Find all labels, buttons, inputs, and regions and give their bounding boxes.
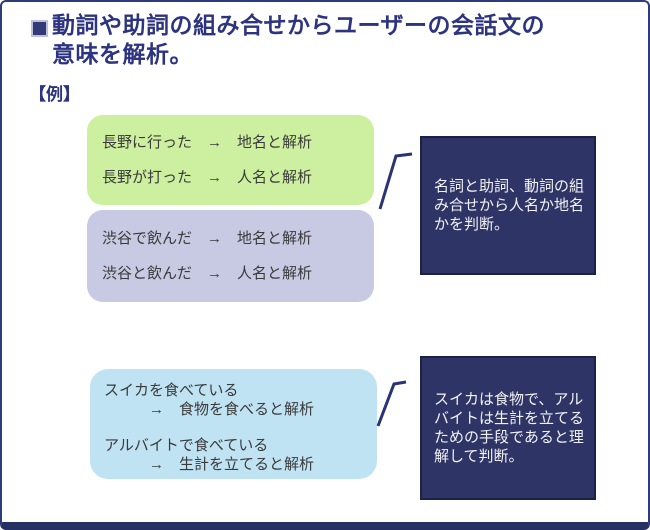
note-line: バイトは生計を立てる	[434, 410, 585, 427]
example-line: 渋谷で飲んだ → 地名と解析	[102, 230, 313, 247]
bullet-square-icon	[31, 20, 48, 37]
example-line: 長野に行った → 地名と解析	[102, 134, 313, 151]
example-label: 【例】	[29, 85, 80, 104]
note-box-name-place: 名詞と助詞、動詞の組 み合せから人名か地名 かを判断。	[420, 136, 596, 275]
example-box-shibuya: 渋谷で飲んだ → 地名と解析 渋谷と飲んだ → 人名と解析	[87, 210, 374, 302]
note-line: 解して判断。	[434, 448, 524, 465]
example-line: → 生計を立てると解析	[104, 456, 315, 473]
example-line: → 食物を食べると解析	[104, 401, 315, 418]
note-line: み合せから人名か地名	[434, 197, 585, 214]
example-box-nagano: 長野に行った → 地名と解析 長野が打った → 人名と解析	[87, 115, 374, 205]
slash-connector-icon	[378, 152, 413, 210]
example-box-taberu: スイカを食べている → 食物を食べると解析 アルバイトで食べている → 生計を立…	[90, 369, 377, 479]
note-line: かを判断。	[434, 216, 510, 233]
example-line: 長野が打った → 人名と解析	[102, 169, 313, 186]
slide-title: 動詞や助詞の組み合せからユーザーの会話文の 意味を解析。	[52, 11, 612, 69]
slash-connector-icon	[376, 380, 407, 427]
slide-title-line-2: 意味を解析。	[52, 41, 193, 67]
note-line: 名詞と助詞、動詞の組	[434, 178, 585, 195]
slide-title-line-1: 動詞や助詞の組み合せからユーザーの会話文の	[52, 12, 546, 38]
note-line: スイカは食物で、アル	[434, 391, 584, 408]
example-line: アルバイトで食べている	[104, 437, 269, 454]
note-line: ための手段であると理	[434, 429, 584, 446]
note-box-food-livelihood: スイカは食物で、アル バイトは生計を立てる ための手段であると理 解して判断。	[420, 356, 596, 500]
example-line: スイカを食べている	[104, 382, 239, 399]
example-line: 渋谷と飲んだ → 人名と解析	[102, 265, 313, 282]
